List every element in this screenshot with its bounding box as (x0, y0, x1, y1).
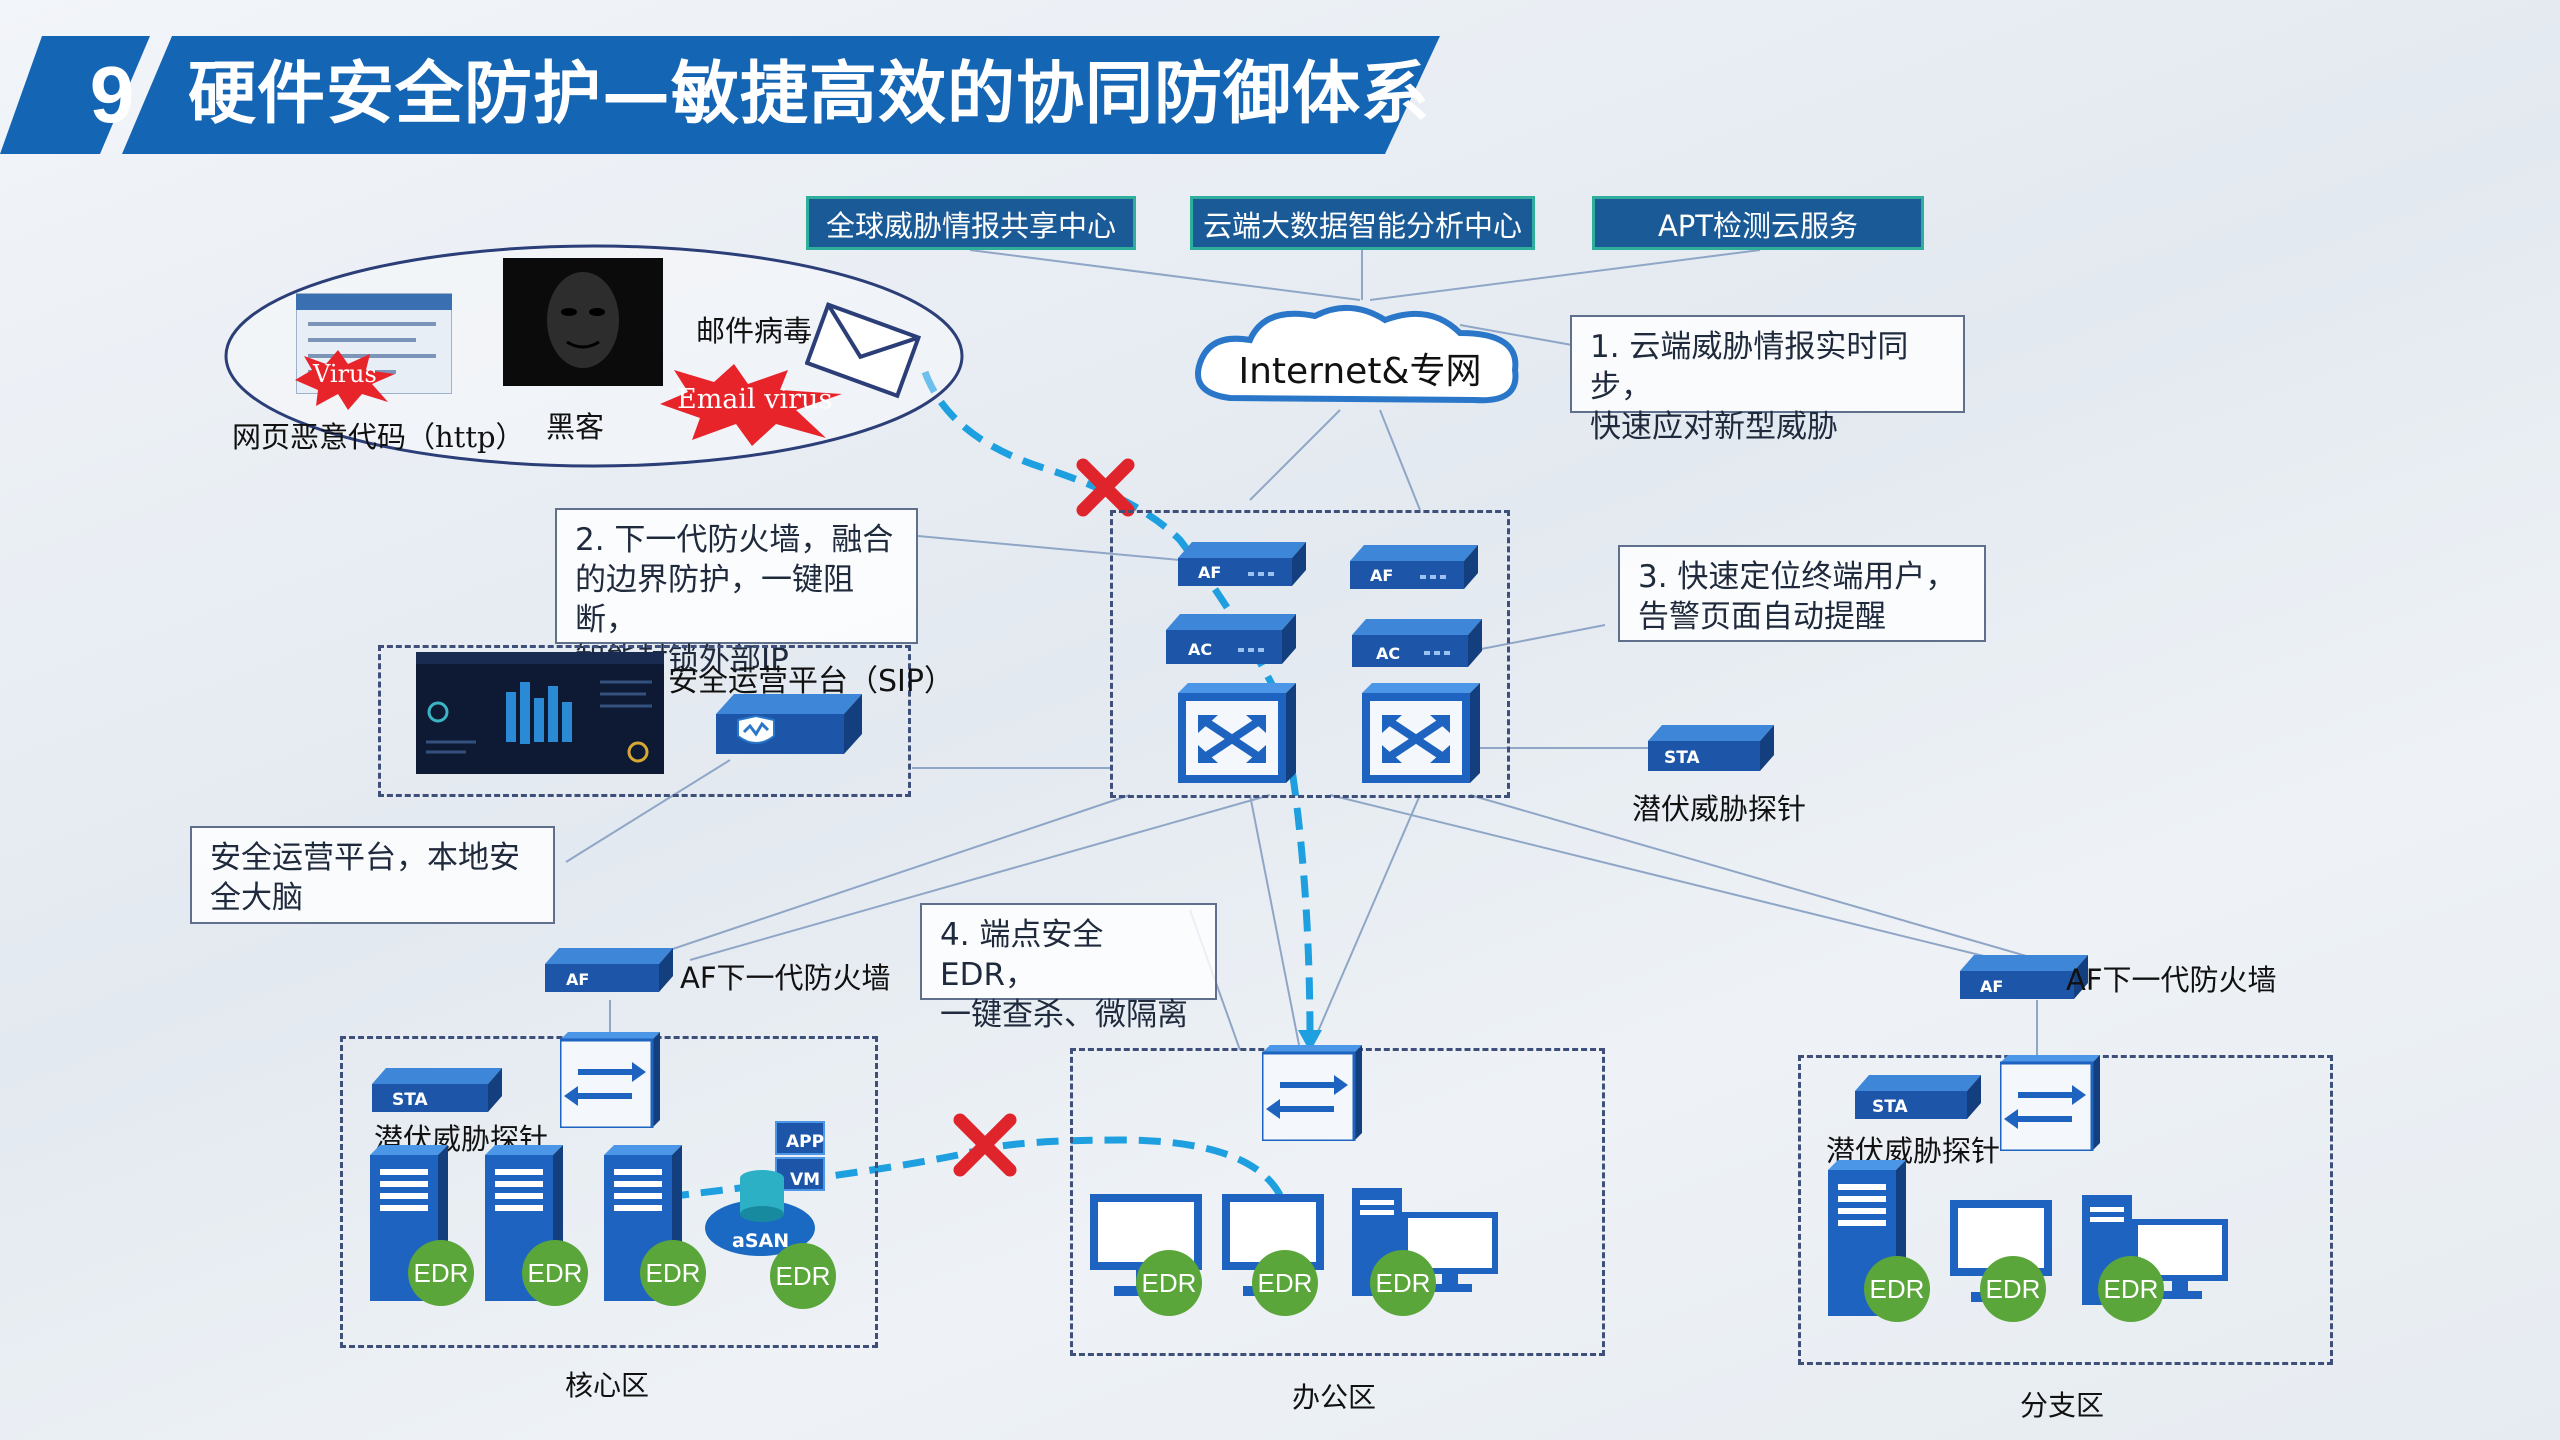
zone-label-core: 核心区 (565, 1369, 650, 1402)
ac-tag-1: AC (1188, 640, 1213, 659)
server-icon-branch (1828, 1160, 1906, 1316)
core-switch-icon-1 (1178, 683, 1296, 783)
sta-tag-core: STA (392, 1090, 428, 1110)
page-title: 硬件安全防护—敏捷高效的协同防御体系 (188, 55, 1431, 134)
af-firewall-label-core: AF下一代防火墙 (680, 961, 891, 995)
core-cluster-zone (1110, 510, 1510, 798)
af-tag-2: AF (1370, 566, 1394, 585)
vm-tag: VM (790, 1170, 821, 1190)
server-icon-core-3 (604, 1145, 682, 1301)
core-access-switch-icon (560, 1032, 660, 1128)
zone-label-branch: 分支区 (2020, 1389, 2105, 1422)
app-tag: APP (786, 1132, 825, 1152)
sta-probe-label-main: 潜伏威胁探针 (1632, 792, 1807, 826)
sta-appliance-main (1648, 725, 1774, 771)
sta-tag-branch: STA (1872, 1097, 1908, 1117)
edr-badge-office-3: EDR (1370, 1250, 1436, 1316)
edr-badge-core-1: EDR (408, 1240, 474, 1306)
office-access-switch-icon (1262, 1045, 1362, 1141)
af-appliance-1 (1178, 542, 1306, 586)
ac-appliance-1 (1166, 614, 1296, 664)
af-firewall-core-icon (545, 948, 673, 992)
internet-cloud-icon (1195, 304, 1519, 404)
asan-hci-icon (705, 1121, 825, 1256)
af-firewall-label-branch: AF下一代防火墙 (2066, 963, 2277, 997)
hacker-icon (503, 258, 663, 386)
email-virus-burst (660, 364, 842, 446)
edr-badge-branch-1: EDR (1864, 1256, 1930, 1322)
callout-cloud-intel: 1. 云端威胁情报实时同步， 快速应对新型威胁 (1570, 315, 1965, 445)
envelope-icon (805, 302, 922, 399)
af-tag-1: AF (1198, 563, 1222, 582)
sip-dashboard-screenshot (416, 652, 664, 774)
ac-tag-2: AC (1376, 644, 1401, 663)
callout-ngfw: 2. 下一代防火墙，融合 的边界防护，一键阻断， 智能封锁外部IP (555, 508, 918, 678)
global-threat-intel-center: 全球威胁情报共享中心 (806, 196, 1136, 250)
edr-badge-core-2: EDR (522, 1240, 588, 1306)
virus-burst-label: Virus (313, 360, 377, 388)
edr-badge-office-1: EDR (1136, 1250, 1202, 1316)
af-firewall-branch-icon (1960, 955, 2088, 999)
internet-label: Internet&专网 (1238, 351, 1482, 392)
af-tag-core: AF (566, 970, 590, 989)
web-malware-label: 网页恶意代码（http） (232, 420, 525, 454)
edr-badge-core-4: EDR (770, 1243, 836, 1309)
slide-number: 9 (89, 50, 135, 139)
sta-tag-main: STA (1664, 748, 1700, 768)
zone-label-office: 办公区 (1292, 1381, 1377, 1414)
edr-badge-branch-2: EDR (1980, 1256, 2046, 1322)
sip-appliance-icon (716, 694, 862, 754)
cloud-bigdata-analysis-center: 云端大数据智能分析中心 (1190, 196, 1535, 250)
sta-appliance-branch (1855, 1075, 1981, 1119)
title-banner (0, 36, 1440, 154)
callout-edr: 4. 端点安全EDR， 一键查杀、微隔离 (920, 903, 1217, 1033)
asan-tag: aSAN (732, 1230, 790, 1252)
callout-locate-user: 3. 快速定位终端用户， 告警页面自动提醒 (1618, 545, 1986, 642)
af-tag-branch: AF (1980, 977, 2004, 996)
edr-badge-core-3: EDR (640, 1240, 706, 1306)
sta-appliance-core (372, 1068, 502, 1112)
sip-label: 安全运营平台（SIP） (668, 664, 954, 699)
branch-access-switch-icon (2000, 1055, 2100, 1151)
block-mark-internet (1076, 458, 1135, 517)
edr-badge-branch-3: EDR (2098, 1256, 2164, 1322)
apt-detection-cloud: APT检测云服务 (1592, 196, 1924, 250)
af-appliance-2 (1350, 545, 1478, 589)
hacker-label: 黑客 (546, 410, 605, 444)
sip-zone (378, 645, 911, 797)
block-mark-lateral (953, 1113, 1017, 1177)
email-virus-burst-label: Email virus (677, 384, 833, 415)
ac-appliance-2 (1352, 619, 1482, 667)
callout-sip-brain: 安全运营平台，本地安 全大脑 (190, 826, 555, 924)
edr-badge-office-2: EDR (1252, 1250, 1318, 1316)
core-switch-icon-2 (1362, 683, 1480, 783)
virus-burst (295, 350, 395, 410)
mail-virus-label: 邮件病毒 (696, 314, 813, 348)
